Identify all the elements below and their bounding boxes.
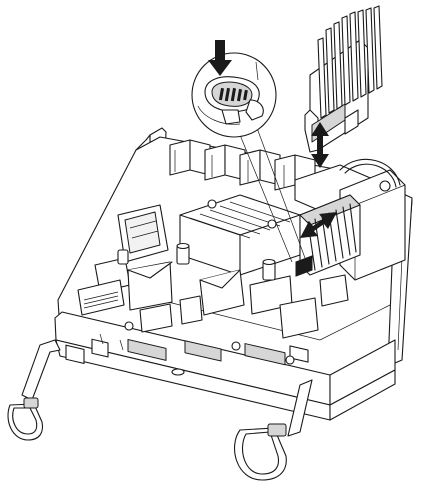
callout-leaders	[237, 127, 306, 263]
latch-grip	[218, 87, 248, 102]
removed-module	[304, 5, 383, 153]
board-components	[77, 242, 349, 365]
module-slot	[294, 158, 406, 281]
faceplate-ports	[65, 338, 309, 366]
boot-media	[117, 204, 169, 263]
right-cam-handle	[234, 379, 313, 481]
magnifier-callout-icon	[191, 52, 277, 138]
processor-heatsink	[179, 194, 301, 276]
double-arrow-vertical-icon	[311, 122, 329, 168]
heatsink-fins	[189, 201, 291, 239]
removed-module-fins	[317, 5, 383, 119]
capacitors	[117, 242, 276, 281]
double-arrow-diagonal-icon	[300, 212, 337, 238]
left-cam-handle	[7, 339, 61, 441]
arrow-down-icon	[208, 40, 232, 76]
installed-module-heatsink	[295, 194, 361, 277]
connector-pins	[83, 291, 119, 309]
front-faceplate	[54, 311, 396, 421]
